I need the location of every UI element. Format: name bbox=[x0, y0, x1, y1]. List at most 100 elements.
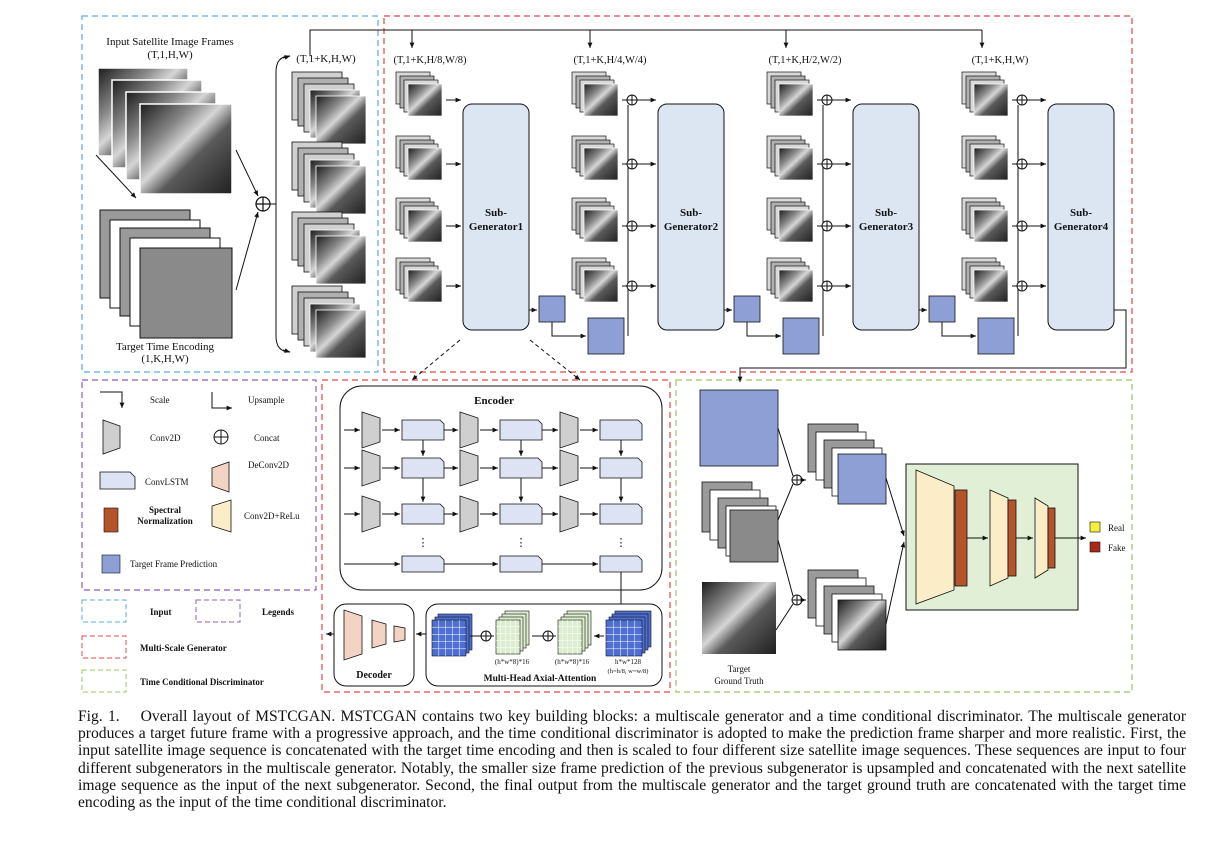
attention-box bbox=[425, 603, 663, 687]
frame-predictions bbox=[538, 295, 1015, 355]
concat-icon bbox=[821, 94, 833, 106]
generator-input-stacks bbox=[395, 71, 1046, 336]
svg-text:Concat: Concat bbox=[254, 433, 280, 443]
target-ground-truth-image bbox=[702, 582, 776, 654]
mini-sequence-stack bbox=[395, 71, 443, 117]
mini-sequence-stack bbox=[766, 135, 814, 181]
disc-fake-stack bbox=[807, 423, 887, 505]
encoding-shape: (1,K,H,W) bbox=[141, 353, 189, 365]
input-satellite-frames bbox=[97, 67, 233, 195]
svg-text:Time Conditional Discriminator: Time Conditional Discriminator bbox=[140, 677, 264, 687]
concat-icon bbox=[626, 280, 638, 292]
svg-text:Generator2: Generator2 bbox=[664, 221, 719, 233]
conv2d-block bbox=[361, 449, 381, 487]
key-legends: Legends bbox=[195, 599, 295, 623]
convlstm-block bbox=[499, 457, 543, 479]
final-prediction bbox=[699, 389, 779, 467]
figure-caption: Fig. 1. Overall layout of MSTCGAN. MSTCG… bbox=[78, 708, 1186, 811]
legend-deconv2d: DeConv2D bbox=[211, 460, 289, 493]
sub-generator-3: Sub- Generator3 bbox=[852, 103, 920, 331]
mini-sequence-stack bbox=[766, 257, 814, 303]
scale-label-2: (T,1+K,H/4,W/4) bbox=[573, 55, 647, 66]
gt-encoding-stack bbox=[701, 481, 779, 563]
mini-sequence-stack bbox=[395, 197, 443, 243]
ellipsis: ⋮ bbox=[418, 537, 429, 549]
concat-icon bbox=[821, 280, 833, 292]
convlstm-block bbox=[499, 503, 543, 525]
decoder-label: Decoder bbox=[356, 670, 392, 681]
sub-generator-1: Sub- Generator1 bbox=[462, 103, 530, 331]
concat-icon bbox=[626, 94, 638, 106]
attention-dim-1: (h*w*8)*16 bbox=[495, 658, 530, 666]
sub-generator-4: Sub- Generator4 bbox=[1047, 103, 1115, 331]
attention-dim-3: h*w*128 bbox=[615, 658, 642, 666]
attention-title: Multi-Head Axial-Attention bbox=[484, 674, 597, 684]
key-generator: Multi-Scale Generator bbox=[81, 635, 227, 659]
conv2d-block bbox=[361, 411, 381, 449]
encoder-panel-border bbox=[321, 379, 671, 693]
input-title: Input Satellite Image Frames bbox=[106, 36, 233, 48]
encoding-title: Target Time Encoding bbox=[116, 341, 215, 353]
svg-text:Sub-: Sub- bbox=[485, 207, 507, 219]
mini-sequence-stack bbox=[961, 257, 1009, 303]
svg-text:Legends: Legends bbox=[262, 607, 295, 617]
scale-label-3: (T,1+K,H/2,W/2) bbox=[768, 55, 842, 66]
gt-label-2: Ground Truth bbox=[714, 676, 764, 686]
legend-panel-border bbox=[81, 379, 317, 591]
svg-text:Sub-: Sub- bbox=[1070, 207, 1092, 219]
time-encoding-frames bbox=[99, 209, 233, 339]
concat-icon bbox=[626, 220, 638, 232]
convlstm-block bbox=[599, 457, 643, 479]
concat-icon bbox=[1016, 280, 1028, 292]
svg-text:Target Frame Prediction: Target Frame Prediction bbox=[130, 559, 218, 569]
svg-text:Upsample: Upsample bbox=[248, 395, 285, 405]
attention-tensor bbox=[605, 610, 652, 657]
convlstm-block bbox=[499, 555, 543, 573]
attention-dim-2: (h*w*8)*16 bbox=[555, 658, 590, 666]
gt-label-1: Target bbox=[728, 664, 751, 674]
input-shape: (T,1,H,W) bbox=[147, 49, 193, 61]
conv2d-block bbox=[459, 495, 479, 533]
legend-convlstm: ConvLSTM bbox=[99, 471, 189, 490]
concat-icon bbox=[542, 630, 554, 642]
mini-sequence-stack bbox=[395, 257, 443, 303]
generator-panel-border bbox=[383, 15, 1133, 373]
convlstm-block bbox=[599, 503, 643, 525]
svg-text:Normalization: Normalization bbox=[137, 516, 193, 526]
stack-shape-label: (T,1+K,H,W) bbox=[296, 53, 356, 65]
key-input: Input bbox=[81, 599, 172, 623]
convlstm-block bbox=[401, 419, 445, 441]
upsample-paths bbox=[529, 307, 1127, 382]
decoder-layers bbox=[343, 609, 406, 661]
conv2d-block bbox=[459, 411, 479, 449]
disc-concat-2 bbox=[791, 594, 803, 606]
svg-text:Sub-: Sub- bbox=[680, 207, 702, 219]
output-real: Real bbox=[1089, 521, 1125, 533]
conv2d-block bbox=[559, 449, 579, 487]
mini-sequence-stack bbox=[395, 135, 443, 181]
input-concat-icon bbox=[255, 196, 271, 212]
concat-icon bbox=[480, 630, 492, 642]
svg-text:Sub-: Sub- bbox=[875, 207, 897, 219]
convlstm-block bbox=[401, 503, 445, 525]
panel-borders bbox=[81, 15, 1133, 693]
convlstm-block bbox=[401, 555, 445, 573]
legend-scale: Scale bbox=[100, 391, 170, 408]
attention-tensor bbox=[557, 610, 592, 655]
svg-text:Generator1: Generator1 bbox=[469, 221, 523, 233]
mini-sequence-stack bbox=[571, 71, 619, 117]
mini-sequence-stack bbox=[571, 197, 619, 243]
mini-sequence-stack bbox=[571, 135, 619, 181]
legend-concat: Concat bbox=[213, 429, 280, 445]
svg-text:Real: Real bbox=[1108, 523, 1125, 533]
conv2d-block bbox=[559, 411, 579, 449]
encoder-title: Encoder bbox=[474, 395, 514, 407]
mini-sequence-stack bbox=[961, 197, 1009, 243]
legend-conv2d: Conv2D bbox=[102, 419, 181, 455]
mini-sequence-stack bbox=[766, 197, 814, 243]
output-fake: Fake bbox=[1089, 541, 1126, 553]
discriminator-panel-border bbox=[675, 379, 1133, 693]
encoder-grid: ⋮⋮⋮ bbox=[344, 411, 643, 612]
key-discriminator: Time Conditional Discriminator bbox=[81, 669, 264, 693]
disc-real-stack bbox=[807, 569, 887, 651]
